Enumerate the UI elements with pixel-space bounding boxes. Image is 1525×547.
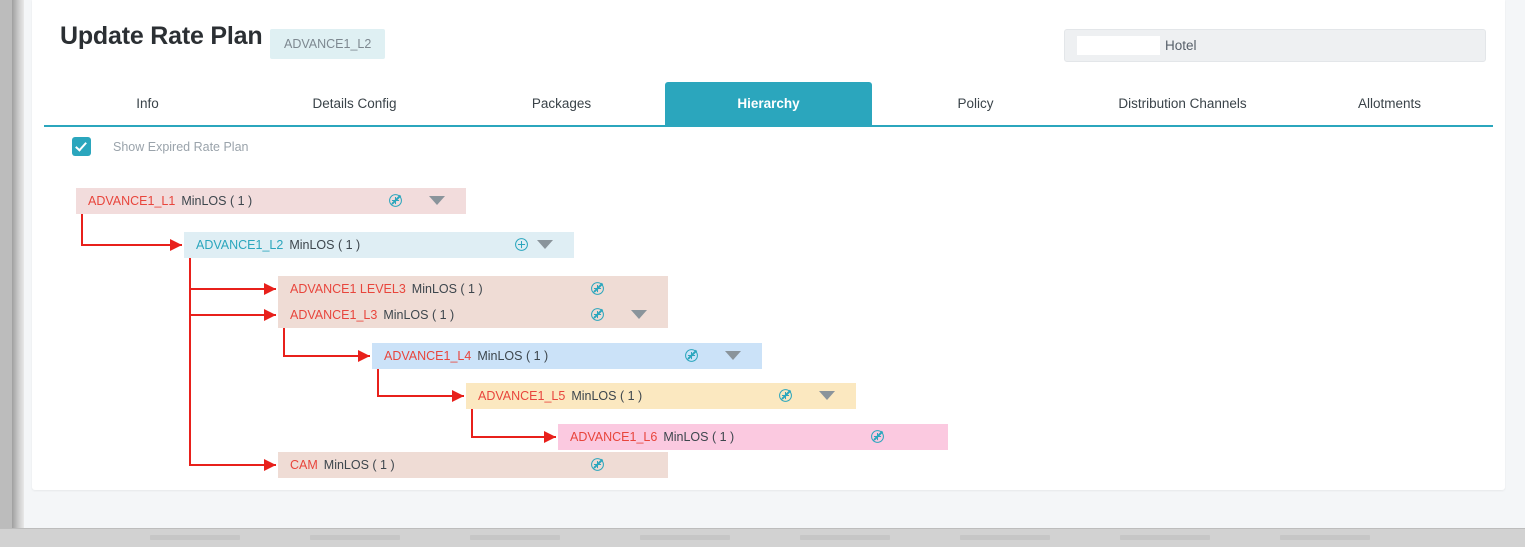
tree-node-actions — [514, 237, 553, 252]
tree-node-name: ADVANCE1 LEVEL3 — [290, 282, 406, 296]
show-expired-row: Show Expired Rate Plan — [72, 137, 249, 156]
tab-policy[interactable]: Policy — [957, 96, 994, 111]
connector-l1-to-l2 — [81, 214, 182, 251]
chevron-down-icon[interactable] — [429, 196, 445, 205]
tree-node-name: ADVANCE1_L4 — [384, 349, 472, 363]
chevron-down-icon[interactable] — [631, 310, 647, 319]
tree-node-name: ADVANCE1_L3 — [290, 308, 378, 322]
tab-details-config[interactable]: Details Config — [312, 96, 397, 111]
plus-circle-icon[interactable] — [591, 281, 623, 296]
tree-node-minlos: MinLOS ( 1 ) — [289, 238, 361, 252]
page-title: Update Rate Plan — [60, 22, 263, 50]
taskbar — [0, 528, 1525, 547]
browser-viewport: Update Rate Plan ADVANCE1_L2 Hotel Info D… — [12, 0, 1525, 528]
connector-l2-to-level3 — [189, 258, 276, 295]
tree-node-l3[interactable]: ADVANCE1_L3 MinLOS ( 1 ) — [278, 302, 668, 328]
plus-circle-icon[interactable] — [514, 237, 529, 252]
tree-node-actions — [388, 193, 445, 208]
connector-l3-to-l4 — [283, 328, 370, 362]
plus-circle-icon[interactable] — [779, 388, 811, 403]
tree-node-minlos: MinLOS ( 1 ) — [181, 194, 253, 208]
tree-node-l4[interactable]: ADVANCE1_L4 MinLOS ( 1 ) — [372, 343, 762, 369]
tab-hierarchy[interactable]: Hierarchy — [665, 82, 872, 125]
tree-node-name: CAM — [290, 458, 318, 472]
tree-node-name: ADVANCE1_L6 — [570, 430, 658, 444]
show-expired-checkbox[interactable] — [72, 137, 91, 156]
tree-node-actions — [590, 281, 623, 296]
tree-node-name: ADVANCE1_L5 — [478, 389, 566, 403]
chevron-down-icon[interactable] — [725, 351, 741, 360]
hotel-selector[interactable]: Hotel — [1064, 29, 1486, 62]
tree-node-name: ADVANCE1_L2 — [196, 238, 284, 252]
tree-node-cam[interactable]: CAM MinLOS ( 1 ) — [278, 452, 668, 478]
plus-circle-icon[interactable] — [591, 307, 623, 322]
tree-node-minlos: MinLOS ( 1 ) — [571, 389, 643, 403]
pencil-icon[interactable] — [684, 348, 699, 363]
tree-node-actions — [684, 348, 741, 363]
plus-circle-icon[interactable] — [389, 193, 421, 208]
pencil-icon[interactable] — [590, 281, 605, 296]
plus-circle-icon[interactable] — [871, 429, 903, 444]
chevron-down-icon[interactable] — [537, 240, 553, 249]
page-header: Update Rate Plan ADVANCE1_L2 Hotel — [32, 0, 1505, 82]
connector-l4-to-l5 — [377, 369, 464, 402]
pencil-icon[interactable] — [590, 457, 605, 472]
tree-node-actions — [590, 307, 647, 322]
tree-node-minlos: MinLOS ( 1 ) — [383, 308, 455, 322]
left-rail — [12, 0, 24, 528]
tab-allotments[interactable]: Allotments — [1357, 96, 1422, 111]
connector-l2-to-cam — [189, 258, 276, 471]
tree-node-actions — [778, 388, 835, 403]
hotel-name-redaction — [1077, 36, 1160, 55]
tree-node-l2[interactable]: ADVANCE1_L2 MinLOS ( 1 ) — [184, 232, 574, 258]
rate-plan-card: Update Rate Plan ADVANCE1_L2 Hotel Info D… — [32, 0, 1505, 490]
tab-bar: Info Details Config Packages Hierarchy Polic… — [44, 82, 1493, 127]
tree-node-actions — [870, 429, 903, 444]
tree-node-minlos: MinLOS ( 1 ) — [663, 430, 735, 444]
pencil-icon[interactable] — [590, 307, 605, 322]
tab-packages[interactable]: Packages — [531, 96, 592, 111]
tab-info[interactable]: Info — [136, 96, 159, 111]
hotel-selector-label: Hotel — [1165, 38, 1197, 53]
tree-node-name: ADVANCE1_L1 — [88, 194, 176, 208]
plus-circle-icon[interactable] — [685, 348, 717, 363]
pencil-icon[interactable] — [870, 429, 885, 444]
tab-distribution-channels[interactable]: Distribution Channels — [1118, 96, 1247, 111]
connector-l5-to-l6 — [471, 409, 556, 443]
plus-circle-icon[interactable] — [591, 457, 623, 472]
connector-l2-to-l3 — [189, 258, 276, 321]
tree-node-minlos: MinLOS ( 1 ) — [477, 349, 549, 363]
tree-node-minlos: MinLOS ( 1 ) — [411, 282, 483, 296]
chevron-down-icon[interactable] — [819, 391, 835, 400]
pencil-icon[interactable] — [778, 388, 793, 403]
tree-node-minlos: MinLOS ( 1 ) — [323, 458, 395, 472]
pencil-icon[interactable] — [388, 193, 403, 208]
show-expired-label: Show Expired Rate Plan — [113, 139, 249, 154]
tree-node-actions — [590, 457, 623, 472]
rate-plan-code-badge: ADVANCE1_L2 — [270, 29, 386, 59]
